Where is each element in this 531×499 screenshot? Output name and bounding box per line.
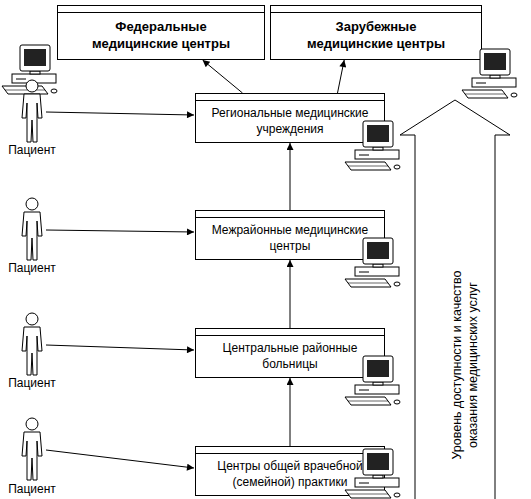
institution-box: Региональные медицинские учреждения [195,93,385,143]
flow-arrow [203,60,243,93]
institution-box: Центральные районные больницы [195,328,385,378]
patient-arrow [46,450,194,468]
patient-label: Пациент [4,260,60,276]
box-label: Зарубежные медицинские центры [299,19,453,53]
computer-icon [462,49,517,98]
connector-group [203,60,345,446]
patient-figure [22,313,42,375]
patient-figure [22,198,42,260]
patient-arrow [46,345,194,350]
patient-arrow [46,112,194,115]
computer-icon [345,449,400,498]
computer-icon [2,45,57,94]
patient-figure [22,80,42,142]
box-label: Центральные районные больницы [204,341,376,372]
computer-icon [345,356,400,405]
computer-icon [345,121,400,170]
level-arrow [400,100,510,499]
patient-label: Пациент [4,481,60,497]
institution-box: Межрайонные медицинские центры [195,210,385,260]
computer-icon [345,238,400,287]
flow-arrow [290,260,291,328]
box-label: Региональные медицинские учреждения [204,106,376,137]
box-label: Межрайонные медицинские центры [204,223,376,254]
flow-arrow [290,378,291,446]
box-label: Центры общей врачебной (семейной) практи… [204,459,376,490]
patient-label: Пациент [4,142,60,158]
flow-arrow [290,143,291,210]
patient-label: Пациент [4,375,60,391]
institution-box: Центры общей врачебной (семейной) практи… [195,446,385,496]
axis-caption: Уровень доступности и качество оказания … [449,245,481,485]
center-box: Зарубежные медицинские центры [270,5,482,60]
patient-arrow [46,230,194,232]
center-box: Федеральные медицинские центры [57,5,265,60]
patient-figure [22,418,42,480]
flow-arrow [338,60,345,93]
box-label: Федеральные медицинские центры [86,19,236,53]
